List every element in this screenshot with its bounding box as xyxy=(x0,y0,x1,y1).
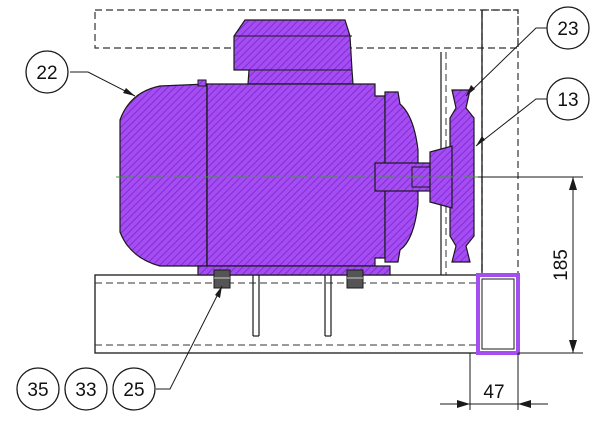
frame xyxy=(94,9,520,355)
balloon-22: 22 xyxy=(25,50,136,97)
bolt-left xyxy=(213,269,231,289)
pulley xyxy=(429,89,475,263)
balloon-22-label: 22 xyxy=(36,63,57,84)
balloon-35-label: 35 xyxy=(27,380,48,401)
dimension-height: 185 xyxy=(478,176,583,354)
balloon-23: 23 xyxy=(465,6,590,97)
balloon-33-label: 33 xyxy=(75,380,96,401)
pulley-body xyxy=(449,89,475,263)
dimension-width-label: 47 xyxy=(483,382,504,403)
dimension-height-label: 185 xyxy=(551,249,572,281)
bolts xyxy=(213,269,364,337)
balloon-13: 13 xyxy=(475,77,590,147)
bottom-rail xyxy=(94,274,479,354)
balloon-group-fasteners: 35 33 25 xyxy=(16,285,223,411)
bolt-right xyxy=(346,269,364,289)
dimension-width: 47 xyxy=(440,353,548,410)
fan-cowl xyxy=(119,83,208,267)
motor-housing xyxy=(206,83,386,267)
balloon-13-label: 13 xyxy=(557,90,578,111)
tube-section xyxy=(476,273,520,355)
balloon-25-label: 25 xyxy=(123,380,144,401)
balloon-23-label: 23 xyxy=(557,19,578,40)
motor-foot xyxy=(197,265,391,276)
terminal-box xyxy=(233,19,354,85)
right-post xyxy=(481,9,519,276)
motor xyxy=(119,19,473,276)
